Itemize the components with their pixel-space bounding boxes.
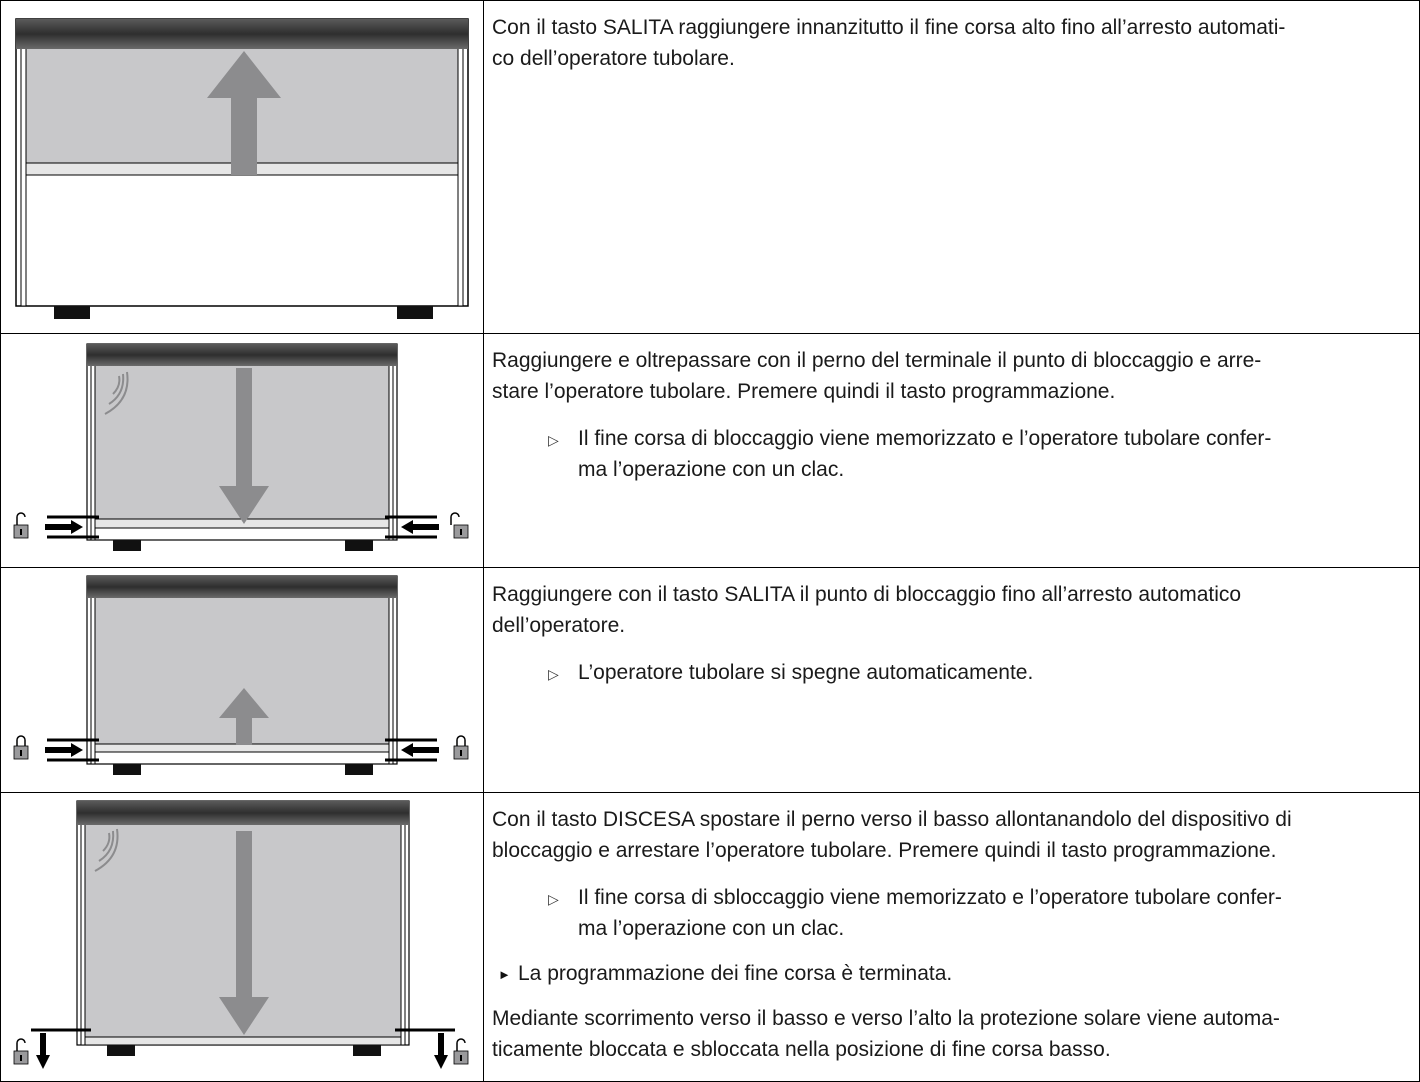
roller-housing — [16, 19, 468, 49]
step-3-figure — [0, 567, 484, 793]
step-3-paragraph: Raggiungere con il tasto SALITA il punto… — [492, 583, 1242, 637]
step-2-result: ▷ Il fine corsa di bloccaggio viene memo… — [548, 427, 1272, 481]
arrow-up-icon — [207, 51, 281, 175]
padlock-closed-icon — [453, 735, 469, 760]
padlock-open-icon — [13, 1038, 29, 1065]
step-row-4: Con il tasto DISCESA spostare il perno v… — [0, 792, 1420, 1082]
step-4-paragraph: Con il tasto DISCESA spostare il perno v… — [492, 808, 1292, 862]
step-1-paragraph: Con il tasto SALITA raggiungere innanzit… — [492, 16, 1286, 70]
open-triangle-right-icon: ▷ — [548, 432, 559, 448]
awning-diagram-lock — [13, 343, 469, 551]
arrow-down-icon — [219, 831, 269, 1035]
step-row-3: Raggiungere con il tasto SALITA il punto… — [0, 567, 1420, 793]
step-4-figure — [0, 792, 484, 1082]
sound-waves-icon — [104, 371, 129, 415]
step-2-text: Raggiungere e oltrepassare con il perno … — [483, 333, 1420, 568]
awning-diagram-unlock — [13, 800, 469, 1069]
step-3-text: Raggiungere con il tasto SALITA il punto… — [483, 567, 1420, 793]
step-4-action: ► La programmazione dei fine corsa è ter… — [498, 958, 1419, 989]
awning-diagram-up — [15, 18, 469, 319]
step-4-note: Mediante scorrimento verso il basso e ve… — [492, 1007, 1280, 1061]
open-triangle-right-icon: ▷ — [548, 891, 559, 907]
arrow-up-icon — [219, 688, 269, 745]
filled-triangle-right-icon: ► — [498, 967, 511, 982]
step-row-1: Con il tasto SALITA raggiungere innanzit… — [0, 0, 1420, 334]
step-2-figure — [0, 333, 484, 568]
padlock-open-icon — [453, 1038, 469, 1065]
step-row-2: Raggiungere e oltrepassare con il perno … — [0, 333, 1420, 568]
step-1-figure — [0, 0, 484, 334]
open-triangle-right-icon: ▷ — [548, 666, 559, 682]
step-4-result: ▷ Il fine corsa di sbloccaggio viene mem… — [548, 886, 1282, 940]
step-2-paragraph: Raggiungere e oltrepassare con il perno … — [492, 349, 1262, 403]
sound-waves-icon — [94, 828, 119, 872]
step-1-text: Con il tasto SALITA raggiungere innanzit… — [483, 0, 1420, 334]
padlock-closed-icon — [13, 735, 29, 760]
padlock-open-icon — [450, 512, 469, 539]
arrow-down-icon — [219, 368, 269, 524]
awning-diagram-locked — [13, 575, 469, 775]
step-3-result: ▷ L’operatore tubolare si spegne automat… — [548, 657, 1419, 688]
step-4-text: Con il tasto DISCESA spostare il perno v… — [483, 792, 1420, 1082]
padlock-open-icon — [13, 512, 29, 539]
